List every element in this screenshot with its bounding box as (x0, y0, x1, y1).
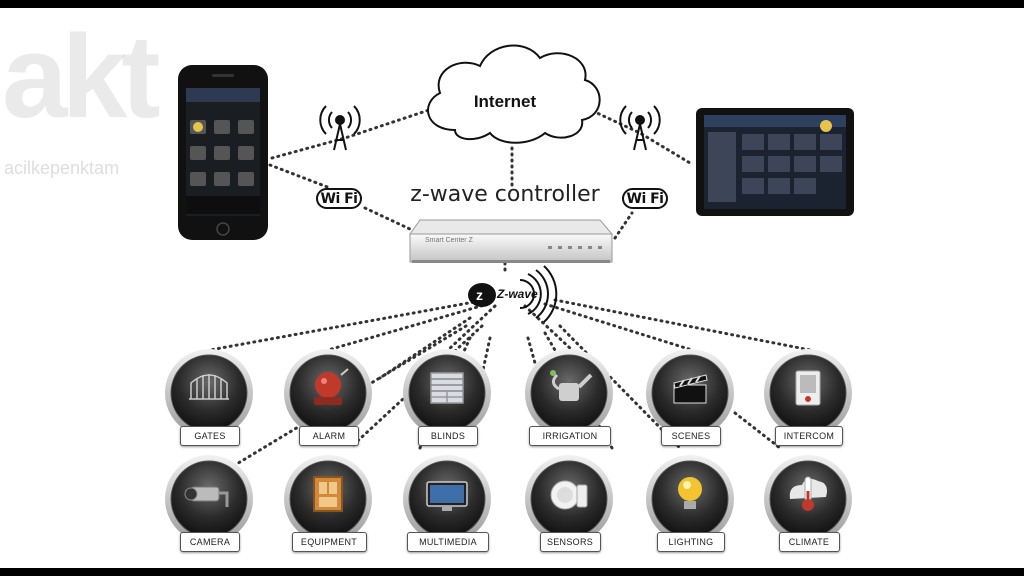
wifi-badge-left: Wi Fi (316, 188, 362, 209)
thermometer-icon (789, 476, 827, 511)
antenna-icon (319, 105, 361, 151)
controller-brand: Smart Center Z (425, 237, 473, 244)
gate-icon (189, 374, 229, 400)
light-bulb-icon (678, 477, 702, 509)
zwave-logo-text: Z-wave (497, 287, 538, 301)
device-lighting (646, 455, 734, 543)
internet-label: Internet (473, 92, 537, 111)
device-climate (764, 455, 852, 543)
clapperboard-icon (673, 374, 708, 404)
sensor-icon (550, 480, 588, 510)
device-multimedia (403, 455, 491, 543)
device-irrigation (525, 349, 613, 437)
network-connectors (268, 104, 692, 272)
device-label: SCENES (661, 426, 721, 446)
controller-label: z-wave controller (410, 182, 600, 207)
device-label: IRRIGATION (529, 426, 611, 446)
svg-text:z: z (476, 287, 483, 303)
controller-device (409, 219, 614, 263)
wifi-badge-right: Wi Fi (622, 188, 668, 209)
device-sensors (525, 455, 613, 543)
device-equipment (284, 455, 372, 543)
wifi-label: Wi Fi (626, 190, 664, 207)
watermark-text: acilkepenktam (4, 158, 120, 178)
alarm-bell-icon (314, 368, 349, 405)
device-label: GATES (180, 426, 240, 446)
device-label: BLINDS (418, 426, 478, 446)
door-frame-icon (313, 476, 343, 512)
intercom-icon (795, 370, 821, 406)
device-scenes (646, 349, 734, 437)
device-label: SENSORS (539, 532, 601, 552)
watermark-logo: akt (2, 11, 161, 143)
device-label: CLIMATE (778, 532, 840, 552)
internet-cloud (427, 44, 601, 144)
antenna-icon (619, 105, 661, 151)
tablet-icon (696, 108, 854, 216)
device-connectors (208, 298, 812, 470)
device-label: ALARM (299, 426, 359, 446)
wifi-label: Wi Fi (320, 190, 358, 207)
smartphone-icon (178, 65, 268, 240)
window-blinds-icon (430, 372, 464, 404)
device-label: INTERCOM (775, 426, 843, 446)
device-gates (165, 349, 253, 437)
security-camera-icon (184, 486, 229, 507)
tv-icon (426, 481, 468, 511)
zwave-logo-icon: z (468, 265, 558, 323)
device-label: MULTIMEDIA (407, 532, 489, 552)
device-label: LIGHTING (657, 532, 725, 552)
watering-can-icon (550, 370, 593, 401)
device-intercom (764, 349, 852, 437)
device-alarm (284, 349, 372, 437)
device-camera (165, 455, 253, 543)
device-label: EQUIPMENT (291, 532, 367, 552)
device-label: CAMERA (180, 532, 240, 552)
diagram-canvas: z (178, 44, 854, 470)
device-blinds (403, 349, 491, 437)
zwave-diagram: akt acilkepenktam (0, 8, 1024, 568)
